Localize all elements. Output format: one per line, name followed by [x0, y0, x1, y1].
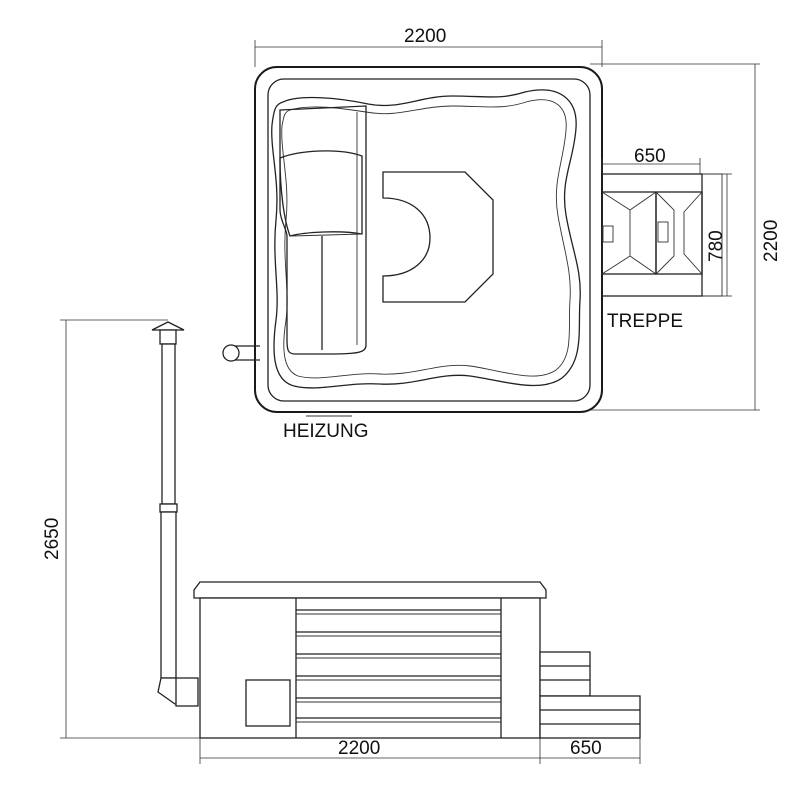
dim-side-step-depth-label: 650	[570, 738, 602, 759]
tub-slats	[296, 609, 501, 723]
heater-hatch	[245, 679, 291, 727]
tub-lid	[193, 581, 547, 599]
dim-top-depth-label: 2200	[761, 220, 782, 262]
heater-label: HEIZUNG	[283, 421, 369, 442]
tub-outer-rim	[254, 66, 603, 413]
lounger-headrest	[279, 150, 363, 237]
dim-step-depth	[601, 158, 701, 174]
lounger-line	[291, 233, 363, 237]
dim-top-width-label: 2200	[404, 26, 446, 47]
dim-side-width	[199, 738, 541, 764]
chimney	[151, 321, 199, 707]
dim-top-width	[254, 40, 603, 67]
tub-inner-rim	[267, 78, 591, 402]
dim-step-depth-label: 650	[634, 146, 666, 167]
heater-connector	[222, 344, 240, 362]
dim-step-width	[722, 173, 732, 297]
dim-height-label: 2650	[42, 518, 63, 560]
steps-side	[539, 651, 641, 739]
dim-height	[60, 319, 200, 739]
dim-top-depth	[590, 63, 760, 411]
dim-step-width-label: 780	[706, 230, 727, 262]
top-view: HEIZUNG TREPPE 2200 2200	[222, 26, 782, 442]
steps-label: TREPPE	[607, 311, 683, 332]
center-footwell	[382, 171, 494, 303]
dim-side-width-label: 2200	[338, 738, 380, 759]
dim-side-step-depth	[540, 738, 641, 764]
steps-top	[601, 173, 723, 297]
tub-basin	[271, 89, 581, 389]
lounger-seat	[279, 105, 367, 355]
side-view: 2650 2200 650	[42, 319, 641, 764]
tub-basin-inner	[281, 99, 571, 379]
